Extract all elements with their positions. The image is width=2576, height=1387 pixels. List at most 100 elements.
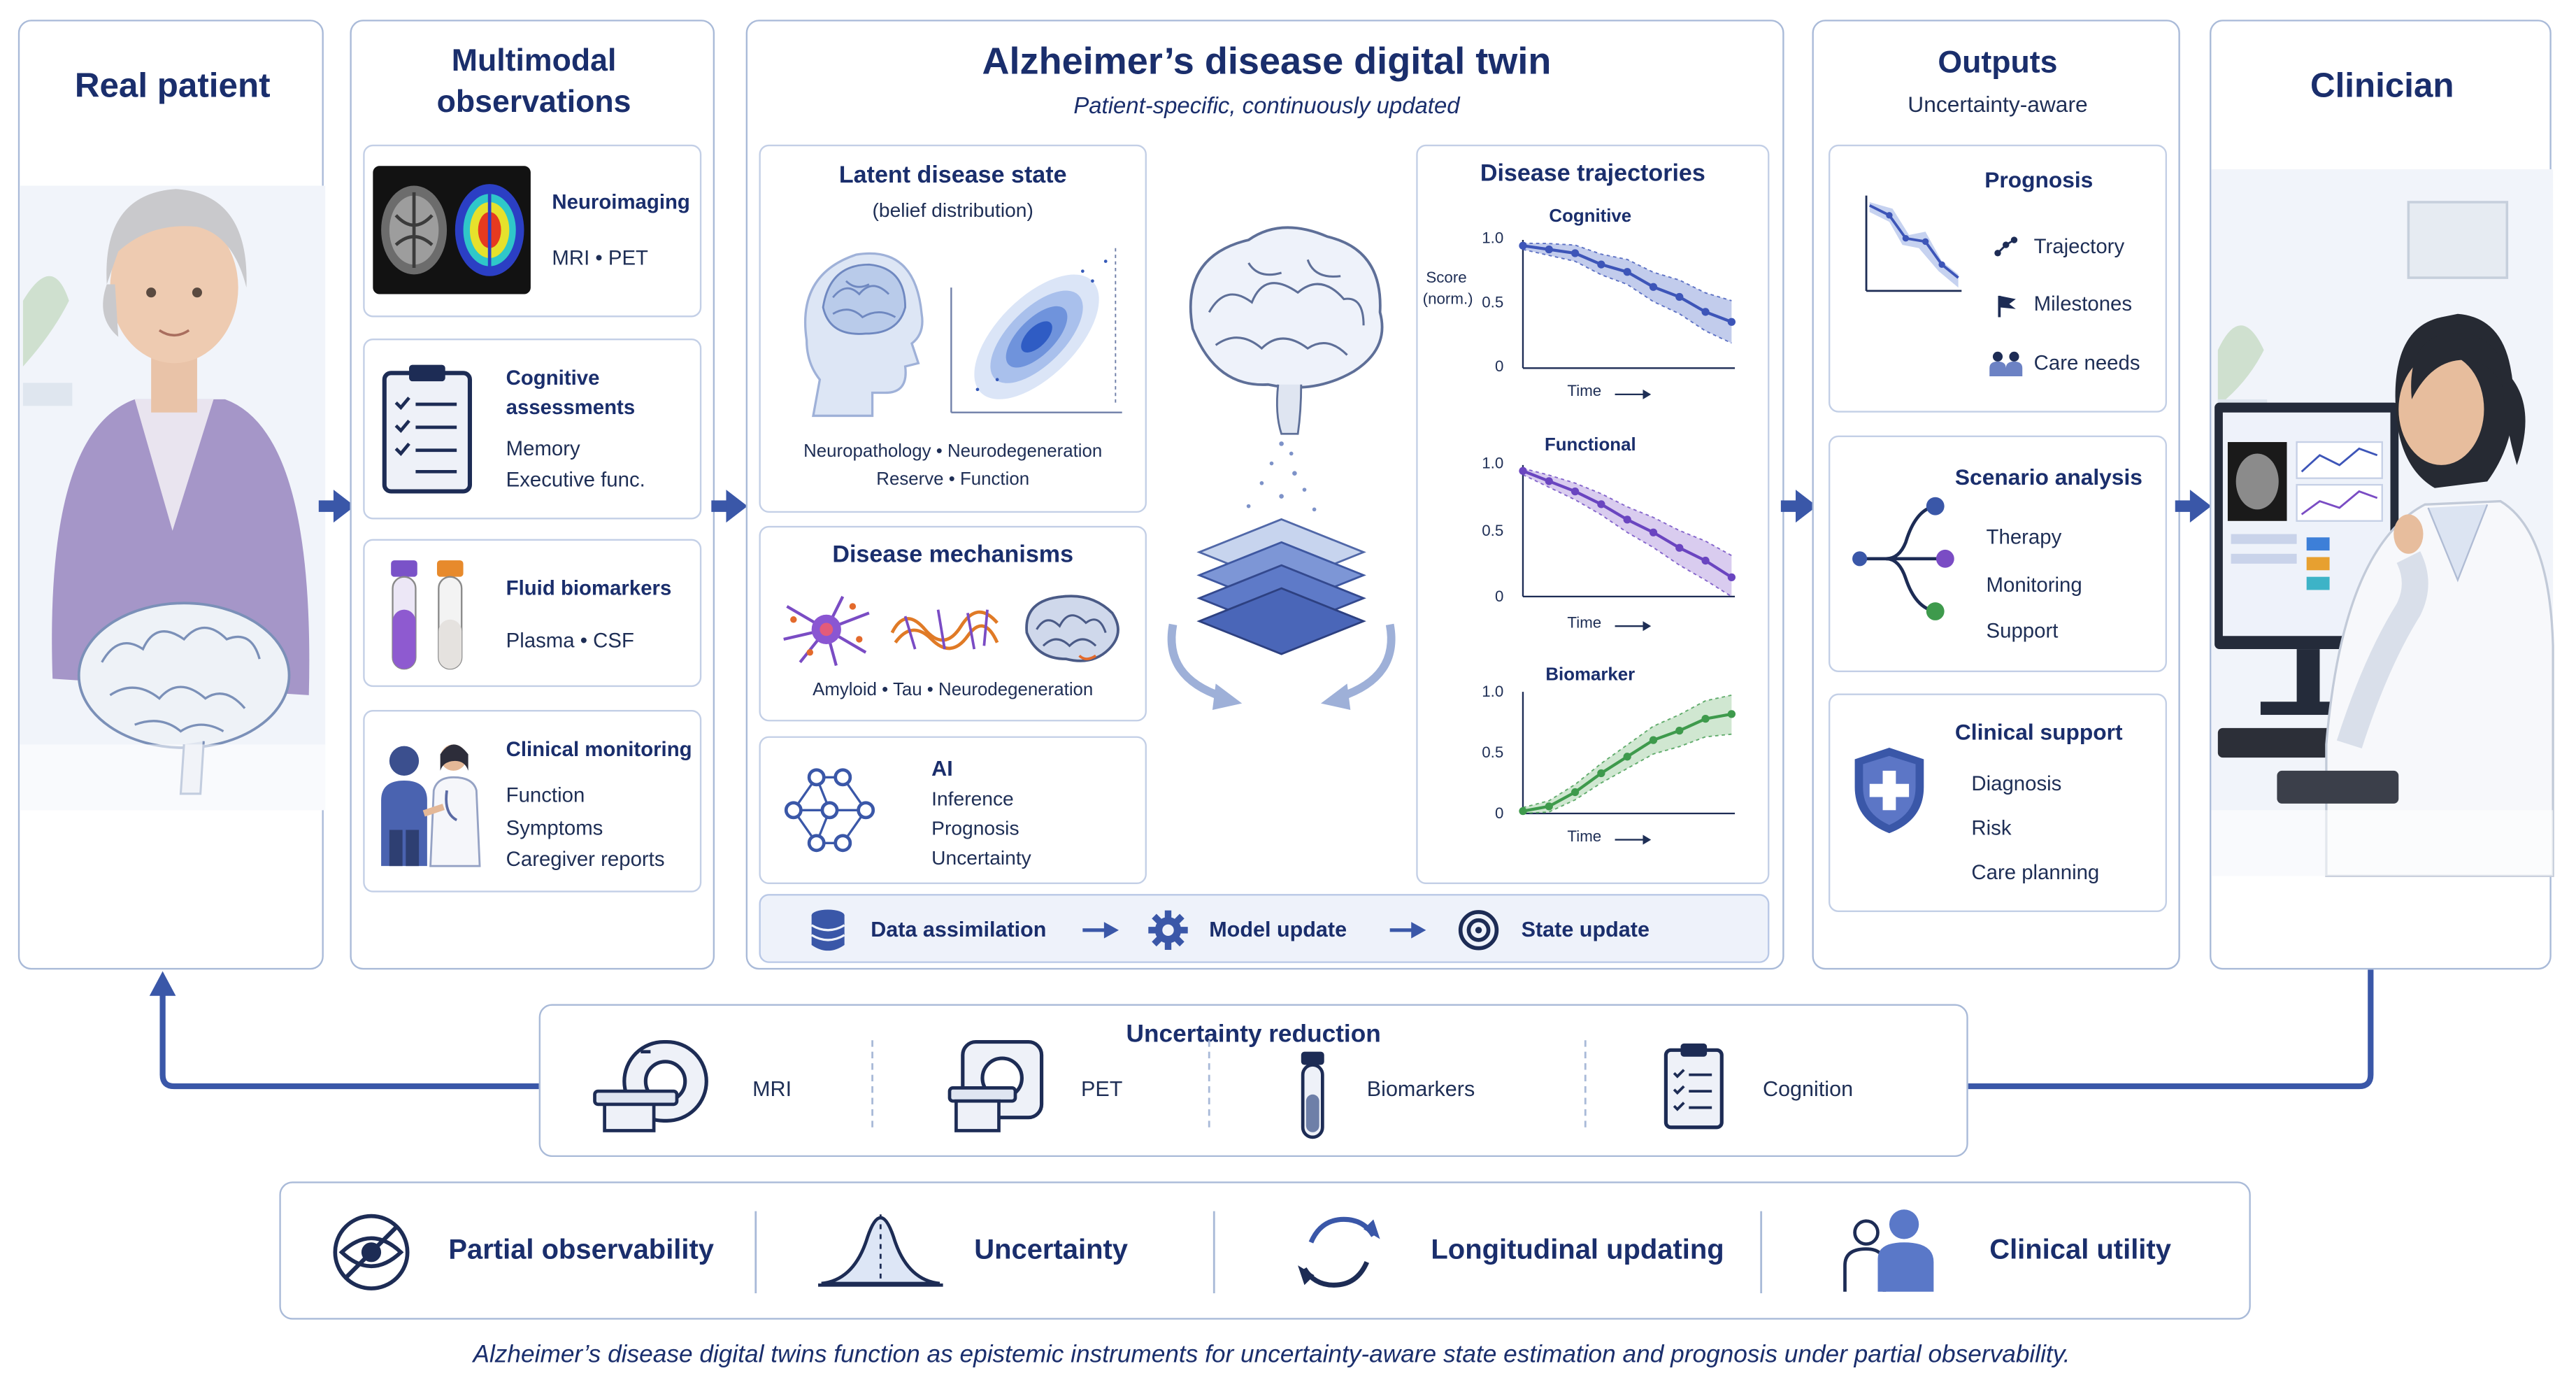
fluid-detail: Plasma • CSF — [506, 629, 634, 653]
neuroimaging-card: Neuroimaging MRI • PET — [363, 144, 702, 318]
data-point — [1570, 788, 1580, 797]
eye-slash-icon — [333, 1214, 410, 1290]
support-item3: Care planning — [1971, 861, 2100, 885]
uncertainty-reduction-title: Uncertainty reduction — [1126, 1020, 1381, 1048]
band-lower — [1522, 474, 1732, 597]
data-point — [1545, 477, 1553, 485]
divider-2 — [1208, 1040, 1210, 1132]
data-point — [1701, 556, 1710, 565]
neurodegeneration-brain-icon — [1025, 595, 1119, 662]
latent-line1: Neuropathology • Neurodegeneration — [803, 442, 1103, 462]
tau-fibril-icon — [890, 609, 999, 650]
prognosis-title: Prognosis — [1984, 167, 2094, 192]
scenario-title: Scenario analysis — [1954, 464, 2142, 490]
scenario-branch-icon — [1852, 497, 1954, 620]
prognosis-item1: Trajectory — [2033, 234, 2125, 258]
central-brain-model-illustration — [1167, 226, 1396, 710]
neural-network-icon — [784, 768, 875, 853]
pet-scanner-icon — [947, 1039, 1044, 1132]
data-point — [1727, 710, 1736, 718]
trajectories-ylabel-line2: (norm.) — [1422, 290, 1473, 309]
milestone-flag-icon — [1998, 295, 2016, 318]
principle-3: Longitudinal updating — [1431, 1234, 1724, 1266]
prognosis-item2: Milestones — [2033, 292, 2133, 316]
ai-title: AI — [931, 755, 953, 781]
chart-cognitive-ytick-05: 0.5 — [1482, 294, 1504, 313]
arrow-twin-to-outputs — [1780, 490, 1817, 523]
chart-functional-ytick-0: 0 — [1495, 588, 1504, 606]
trajectories-title: Disease trajectories — [1480, 161, 1705, 187]
support-item1: Diagnosis — [1971, 772, 2062, 796]
data-point — [1570, 487, 1580, 496]
uncertainty-item1: MRI — [752, 1076, 792, 1102]
figure-caption: Alzheimer’s disease digital twins functi… — [473, 1341, 2070, 1370]
mechanisms-title: Disease mechanisms — [832, 542, 1074, 569]
twin-title: Alzheimer’s disease digital twin — [982, 39, 1552, 83]
arrow-observations-to-twin — [711, 490, 748, 523]
chart-cognitive-ytick-1: 1.0 — [1482, 229, 1504, 248]
chart-cognitive-ytick-0: 0 — [1495, 358, 1504, 377]
data-point — [1623, 753, 1631, 761]
bell-curve-icon — [818, 1214, 943, 1287]
chart-cognitive-title: Cognitive — [1549, 207, 1632, 227]
band-lower — [1522, 733, 1732, 814]
scenario-card: Scenario analysis Therapy Monitoring Sup… — [1828, 435, 2167, 672]
clinical-title: Clinical monitoring — [506, 737, 692, 761]
target-icon — [1458, 910, 1499, 951]
arrow-patient-to-observations — [318, 490, 355, 523]
fluid-title: Fluid biomarkers — [506, 576, 672, 600]
chart-biomarker-ytick-1: 1.0 — [1482, 683, 1504, 702]
fluid-biomarkers-card: Fluid biomarkers Plasma • CSF — [363, 539, 702, 688]
principle-divider-2 — [1212, 1211, 1215, 1294]
pipeline-arrow-1 — [1082, 922, 1119, 939]
chart-functional-ytick-1: 1.0 — [1482, 455, 1504, 474]
mechanisms-caption: Amyloid • Tau • Neurodegeneration — [813, 680, 1094, 700]
amyloid-neuron-icon — [783, 595, 870, 667]
clinician-illustration — [2211, 169, 2554, 877]
cognitive-title-line1: Cognitive — [506, 366, 600, 390]
head-silhouette-icon — [803, 252, 924, 418]
chart-biomarker-time-label: Time — [1567, 828, 1602, 846]
ai-line1: Inference — [931, 787, 1014, 811]
clinical-line3: Caregiver reports — [506, 848, 665, 872]
chart-biomarker — [1519, 692, 1736, 816]
latent-line2: Reserve • Function — [876, 469, 1030, 490]
brain-scan-icon — [373, 166, 531, 294]
support-title: Clinical support — [1954, 720, 2123, 745]
data-point — [1545, 246, 1553, 254]
uncertainty-item3: Biomarkers — [1366, 1076, 1475, 1102]
clinical-support-card: Clinical support Diagnosis Risk Care pla… — [1828, 693, 2167, 912]
outputs-title: Outputs — [1938, 45, 2058, 81]
clinical-line2: Symptoms — [506, 816, 603, 840]
data-point — [1649, 528, 1658, 536]
observations-title-line1: Multimodal — [451, 44, 617, 79]
chart-cognitive — [1519, 240, 1736, 369]
biomarker-tube-icon — [1301, 1051, 1324, 1139]
pipeline-step1: Data assimilation — [871, 917, 1047, 942]
mechanisms-card: Disease mechanisms Amyloid • Tau • Neuro… — [759, 525, 1147, 722]
scenario-item2: Monitoring — [1986, 573, 2082, 597]
data-point — [1597, 260, 1605, 269]
latent-subtitle: (belief distribution) — [872, 199, 1033, 222]
neuroimaging-title: Neuroimaging — [552, 190, 690, 214]
data-point — [1727, 318, 1736, 326]
twin-subtitle: Patient-specific, continuously updated — [1073, 92, 1460, 119]
clinician-patient-icon — [381, 744, 481, 867]
trajectory-icon — [1994, 236, 2018, 257]
pipeline-bar: Data assimilation Model update State upd… — [759, 894, 1770, 963]
shield-plus-icon — [1854, 748, 1924, 834]
principle-4: Clinical utility — [1989, 1234, 2171, 1266]
gear-icon — [1148, 910, 1188, 951]
patient-illustration — [20, 185, 326, 811]
prognosis-chart-icon — [1865, 195, 1962, 292]
mri-scanner-icon — [593, 1039, 708, 1132]
data-point — [1623, 268, 1631, 276]
data-point — [1727, 573, 1736, 582]
band-upper — [1522, 242, 1732, 301]
data-point — [1519, 467, 1527, 475]
principle-divider-3 — [1760, 1211, 1763, 1294]
data-point — [1623, 515, 1631, 524]
real-patient-title: Real patient — [74, 67, 271, 106]
support-item2: Risk — [1971, 816, 2012, 840]
divider-3 — [1584, 1040, 1587, 1132]
